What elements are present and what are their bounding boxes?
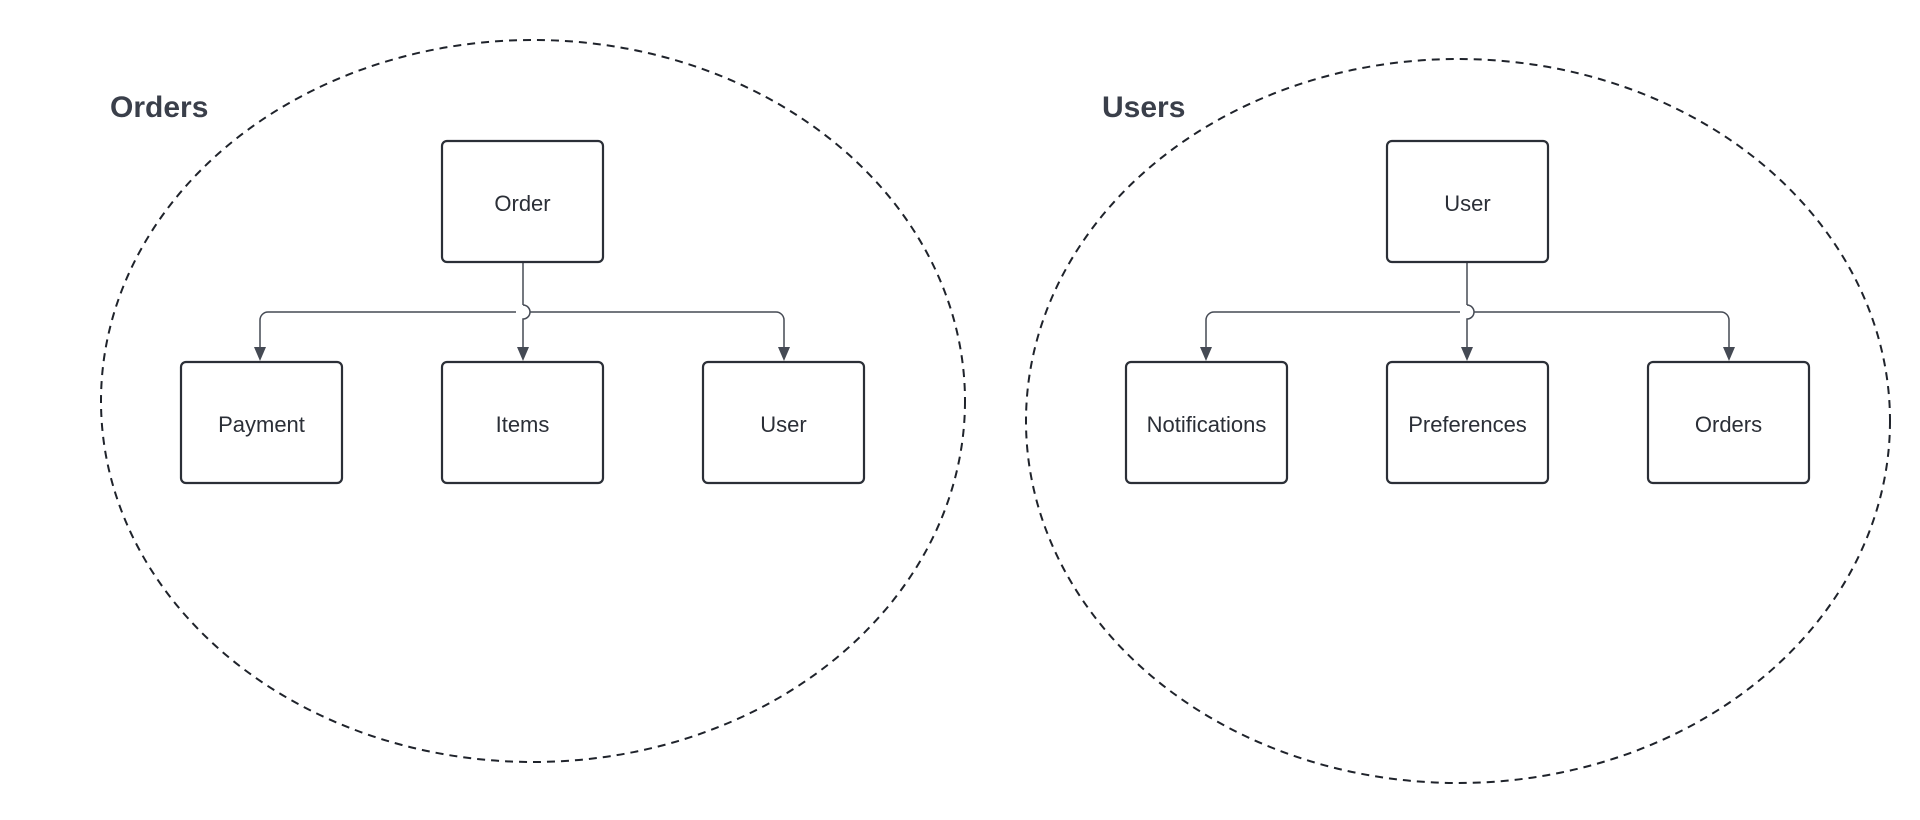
connector-user-to-notifications	[1205, 311, 1460, 350]
arrowhead-payment	[254, 347, 266, 361]
entity-orders-in-users[interactable]: Orders	[1646, 360, 1811, 485]
group-title-users: Users	[1102, 91, 1185, 124]
connector-user-to-orders	[1474, 311, 1730, 350]
entity-box-preferences	[1385, 360, 1550, 485]
entity-label-user: User	[1444, 191, 1490, 216]
connectors-users	[1200, 262, 1735, 361]
entity-box-payment	[179, 360, 344, 485]
connector-order-to-payment	[259, 311, 516, 350]
arrowhead-orders	[1723, 347, 1735, 361]
arrowhead-preferences	[1461, 347, 1473, 361]
entity-items[interactable]: Items	[440, 360, 605, 485]
group-title-orders: Orders	[110, 91, 208, 124]
connector-user-to-preferences	[1466, 304, 1475, 350]
group-users: Users User Notifications Preferences Ord…	[1025, 58, 1891, 784]
entity-order[interactable]: Order	[440, 139, 605, 264]
entity-box-notifications	[1124, 360, 1289, 485]
entity-box-user	[1385, 139, 1550, 264]
entity-label-orders-in-users: Orders	[1695, 412, 1762, 437]
arrowhead-notifications	[1200, 347, 1212, 361]
entity-user[interactable]: User	[1385, 139, 1550, 264]
group-orders: Orders Order Payment Items User	[100, 39, 966, 763]
boundary-orders	[100, 39, 966, 763]
entity-label-payment: Payment	[218, 412, 305, 437]
entity-preferences[interactable]: Preferences	[1385, 360, 1550, 485]
entity-user-in-orders[interactable]: User	[701, 360, 866, 485]
entity-payment[interactable]: Payment	[179, 360, 344, 485]
entity-box-orders-in-users	[1646, 360, 1811, 485]
connector-order-to-items	[522, 304, 531, 350]
connectors-orders	[254, 262, 790, 361]
entity-label-items: Items	[496, 412, 550, 437]
connector-order-to-user	[530, 311, 785, 350]
entity-box-user-in-orders	[701, 360, 866, 485]
entity-notifications[interactable]: Notifications	[1124, 360, 1289, 485]
entity-box-items	[440, 360, 605, 485]
arrowhead-items	[517, 347, 529, 361]
entity-label-user-in-orders: User	[760, 412, 806, 437]
arrowhead-user	[778, 347, 790, 361]
entity-label-order: Order	[494, 191, 550, 216]
boundary-users	[1025, 58, 1891, 784]
entity-label-preferences: Preferences	[1408, 412, 1527, 437]
entity-box-order	[440, 139, 605, 264]
entity-label-notifications: Notifications	[1147, 412, 1267, 437]
